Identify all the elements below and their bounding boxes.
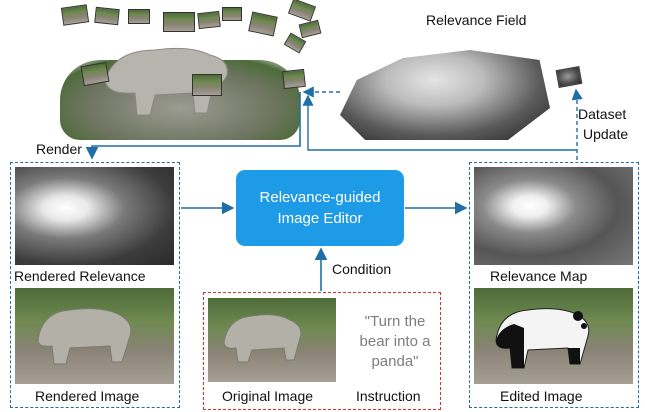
- rendered-group: [10, 162, 180, 408]
- dataset-return-line: [302, 94, 577, 151]
- rendered-relevance-label: Rendered Relevance: [14, 268, 146, 284]
- instruction-text: "Turn the bear into a panda": [359, 313, 431, 370]
- instruction-label: Instruction: [356, 388, 421, 404]
- condition-label: Condition: [332, 261, 392, 277]
- image-editor-box: Relevance-guided Image Editor: [236, 170, 404, 246]
- dataset-update-label-2: Update: [583, 126, 629, 142]
- relevance-field-title: Relevance Field: [426, 12, 527, 28]
- original-bear: [223, 314, 302, 363]
- editor-title-line2: Image Editor: [277, 210, 363, 227]
- rendered-bear: [37, 308, 132, 365]
- rendered-relevance-image: [15, 167, 174, 265]
- relevance-map-image: [474, 167, 633, 265]
- rendered-image-label: Rendered Image: [35, 388, 140, 404]
- condition-group: [203, 292, 441, 410]
- render-label: Render: [36, 141, 82, 157]
- edited-image-label: Edited Image: [500, 388, 583, 404]
- original-image-label: Original Image: [222, 388, 314, 404]
- bear-statue: [104, 47, 228, 116]
- dataset-update-label-1: Dataset: [578, 106, 627, 122]
- relevance-map-label: Relevance Map: [490, 268, 588, 284]
- edited-group: [469, 162, 639, 408]
- panda: [495, 308, 590, 369]
- render-arrow: [85, 92, 301, 160]
- editor-title-line1: Relevance-guided: [259, 189, 381, 206]
